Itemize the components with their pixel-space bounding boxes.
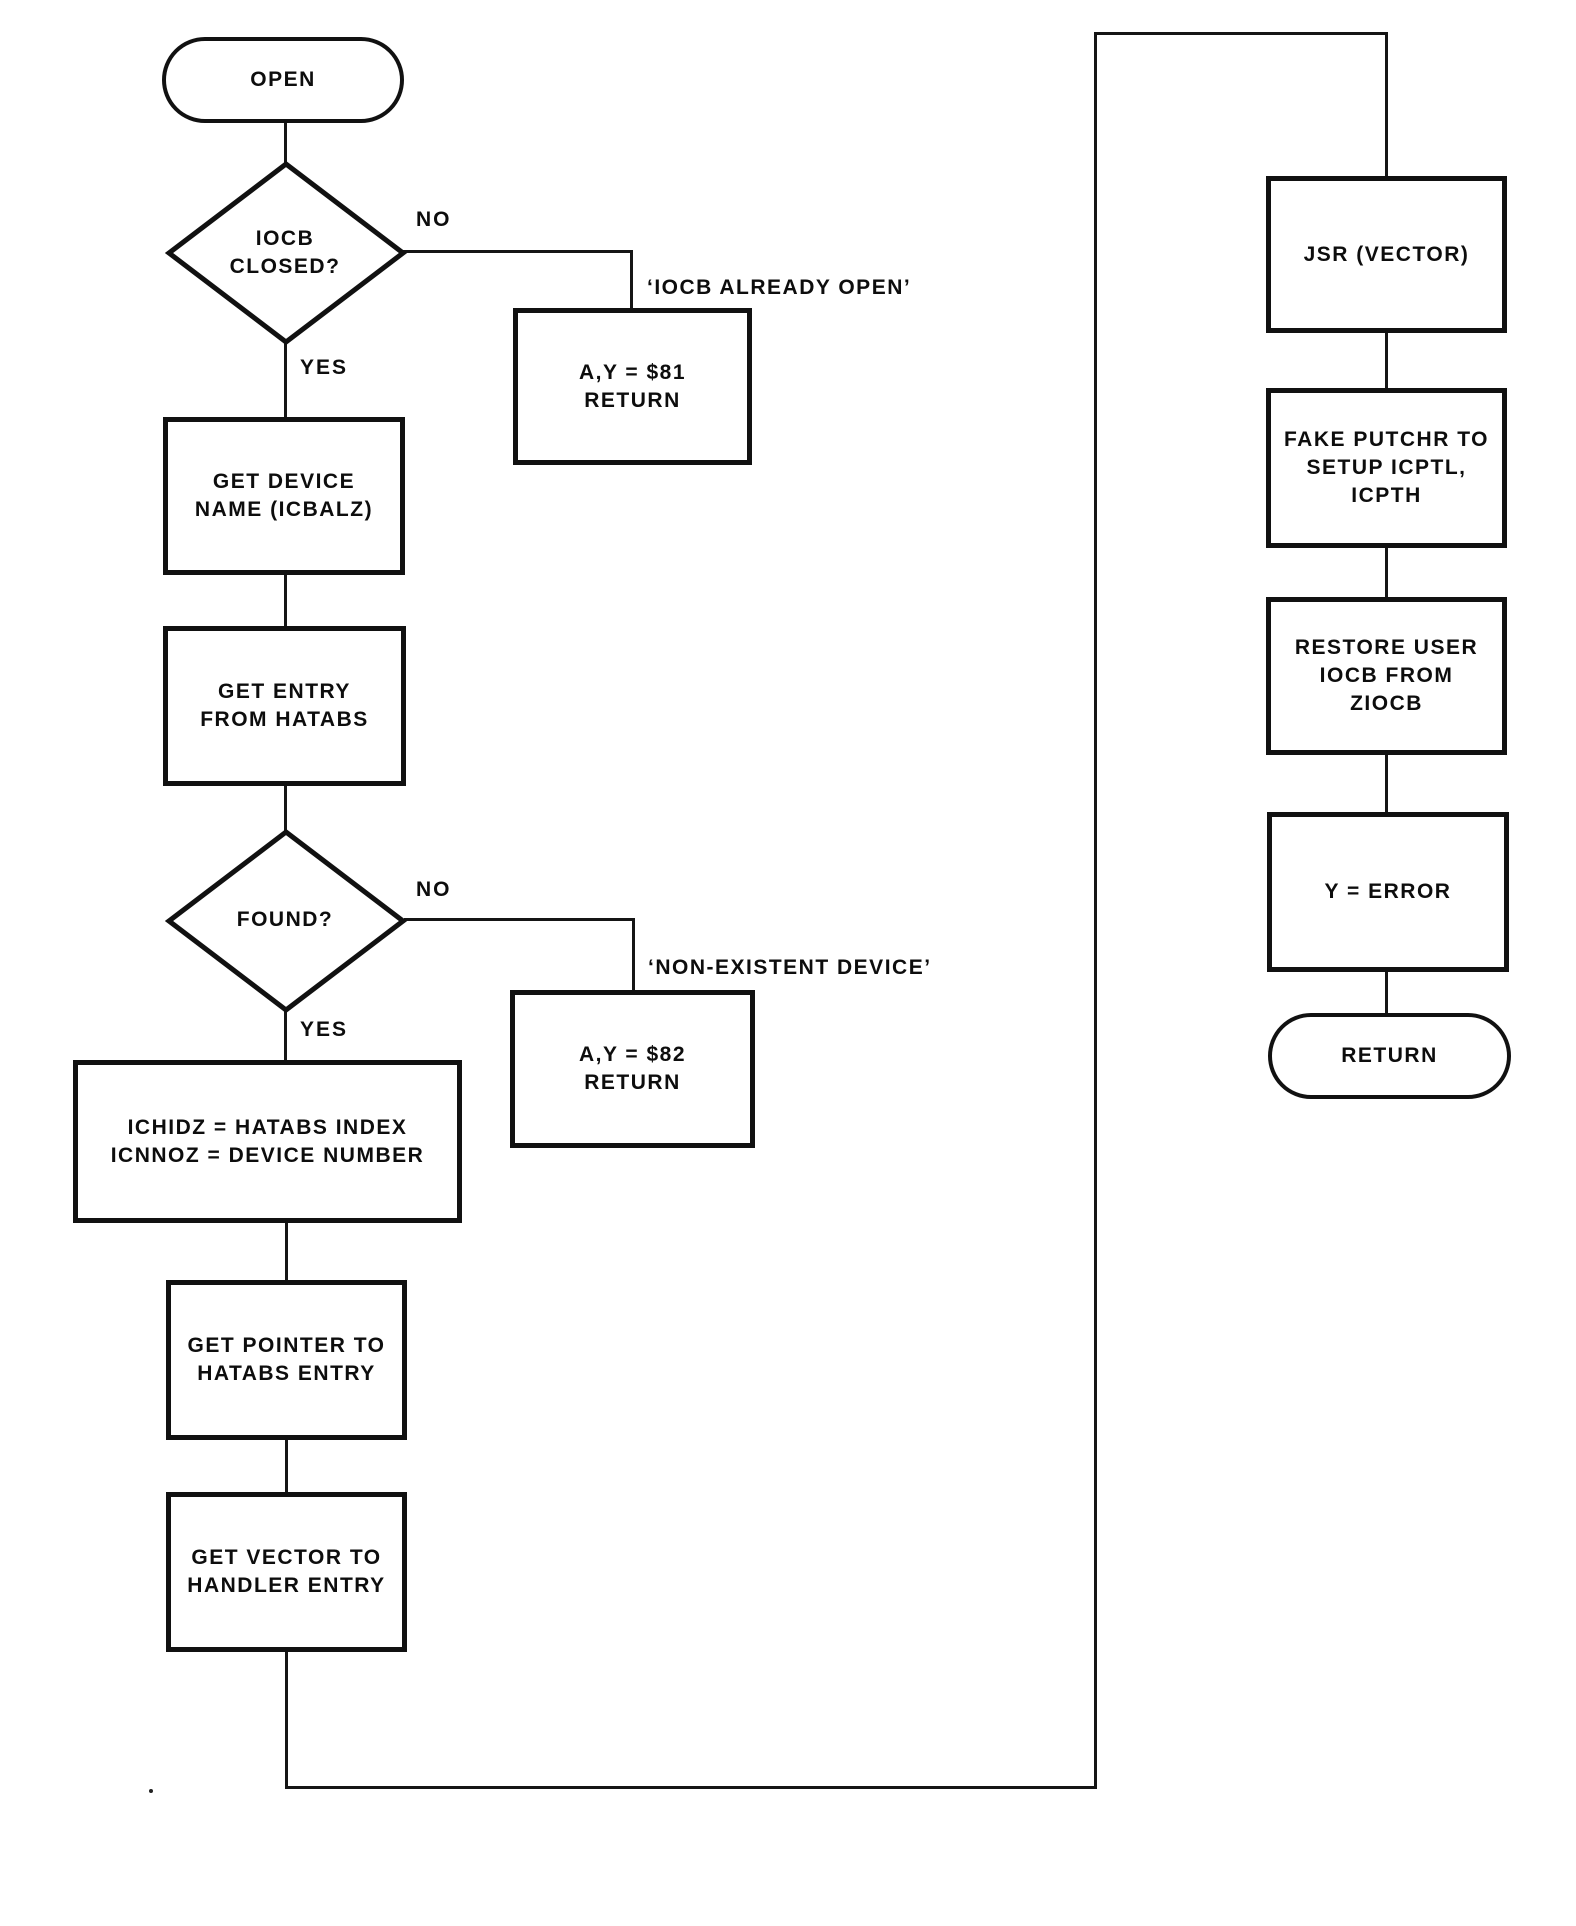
process-jsr-vector: JSR (VECTOR) (1266, 176, 1507, 333)
edge-label-yes-2: YES (300, 1018, 349, 1041)
process-fake-putchr-line: ICPTH (1351, 484, 1422, 507)
connector-getdevice-to-getentry (284, 573, 287, 628)
process-set-ichidz-icnnoz-line: ICNNOZ = DEVICE NUMBER (110, 1143, 425, 1167)
process-get-device-name-line: GET DEVICE (212, 470, 356, 493)
process-jsr-vector-line: JSR (VECTOR) (1303, 242, 1470, 266)
annotation-non-existent-device: ‘NON-EXISTENT DEVICE’ (648, 956, 932, 979)
decision-iocb-closed-line: IOCB (255, 226, 315, 250)
process-get-vector-handler-line: HANDLER ENTRY (187, 1574, 386, 1597)
connector-jsr-to-fakeputchr (1385, 331, 1388, 390)
connector-yerror-to-return (1385, 970, 1388, 1015)
connector-yes1-vertical (284, 340, 287, 419)
process-y-error-line: Y = ERROR (1324, 880, 1452, 903)
connector-open-to-iocb-closed (284, 121, 287, 164)
annotation-iocb-already-open: ‘IOCB ALREADY OPEN’ (647, 276, 912, 299)
connector-no2-horizontal (404, 918, 635, 921)
stray-dot (149, 1789, 153, 1793)
process-set-ichidz-icnnoz: ICHIDZ = HATABS INDEX ICNNOZ = DEVICE NU… (73, 1060, 462, 1223)
process-return-82: A,Y = $82 RETURN (510, 990, 755, 1148)
process-return-81: A,Y = $81 RETURN (513, 308, 752, 465)
process-y-error: Y = ERROR (1267, 812, 1509, 972)
connector-feedback-down (285, 1650, 288, 1789)
process-get-pointer-hatabs-line: GET POINTER TO (187, 1334, 386, 1357)
connector-fakeputchr-to-restore (1385, 546, 1388, 599)
connector-top-to-jsr (1385, 32, 1388, 177)
process-return-82-line: RETURN (584, 1071, 681, 1094)
edge-label-yes-1: YES (300, 356, 349, 379)
process-get-pointer-hatabs: GET POINTER TO HATABS ENTRY (166, 1280, 407, 1440)
process-fake-putchr-line: FAKE PUTCHR TO (1284, 428, 1489, 451)
edge-label-no-2: NO (416, 878, 452, 901)
terminal-open-label: OPEN (250, 68, 316, 91)
decision-iocb-closed: IOCB CLOSED? (185, 200, 385, 305)
process-get-entry-hatabs-line: GET ENTRY (218, 680, 351, 703)
process-restore-iocb-line: ZIOCB (1350, 692, 1423, 715)
process-get-pointer-hatabs-line: HATABS ENTRY (197, 1362, 376, 1385)
connector-getpointer-to-getvector (285, 1438, 288, 1494)
terminal-return: RETURN (1268, 1013, 1511, 1099)
process-return-81-line: RETURN (584, 388, 681, 412)
terminal-return-label: RETURN (1341, 1044, 1438, 1067)
decision-iocb-closed-shape (165, 160, 407, 346)
process-get-vector-handler-line: GET VECTOR TO (191, 1546, 382, 1569)
process-restore-iocb-line: IOCB FROM (1319, 664, 1454, 687)
connector-getentry-to-found (284, 784, 287, 832)
process-get-device-name-line: NAME (ICBALZ) (194, 498, 374, 521)
connector-no1-vertical (630, 250, 633, 310)
process-return-81-line: A,Y = $81 (578, 360, 687, 384)
decision-found-line: FOUND? (236, 908, 334, 931)
process-get-entry-hatabs: GET ENTRY FROM HATABS (163, 626, 406, 786)
terminal-open: OPEN (162, 37, 404, 123)
connector-feedback-up (1094, 32, 1097, 1789)
decision-iocb-closed-line: CLOSED? (229, 254, 341, 278)
connector-no1-horizontal (400, 250, 633, 253)
process-get-vector-handler: GET VECTOR TO HANDLER ENTRY (166, 1492, 407, 1652)
connector-feedback-top (1094, 32, 1388, 35)
connector-setindex-to-getpointer (285, 1221, 288, 1282)
connector-feedback-bottom (285, 1786, 1097, 1789)
process-get-device-name: GET DEVICE NAME (ICBALZ) (163, 417, 405, 575)
process-fake-putchr: FAKE PUTCHR TO SETUP ICPTL, ICPTH (1266, 388, 1507, 548)
process-restore-iocb: RESTORE USER IOCB FROM ZIOCB (1266, 597, 1507, 755)
process-get-entry-hatabs-line: FROM HATABS (200, 708, 369, 731)
connector-no2-vertical (632, 918, 635, 992)
process-return-82-line: A,Y = $82 (578, 1043, 687, 1066)
edge-label-no-1: NO (416, 208, 452, 231)
process-restore-iocb-line: RESTORE USER (1294, 636, 1479, 659)
decision-found: FOUND? (185, 890, 385, 950)
process-set-ichidz-icnnoz-line: ICHIDZ = HATABS INDEX (127, 1115, 408, 1139)
decision-found-shape (165, 828, 407, 1014)
connector-yes2-vertical (284, 1008, 287, 1062)
process-fake-putchr-line: SETUP ICPTL, (1306, 456, 1467, 479)
connector-restore-to-yerror (1385, 753, 1388, 814)
